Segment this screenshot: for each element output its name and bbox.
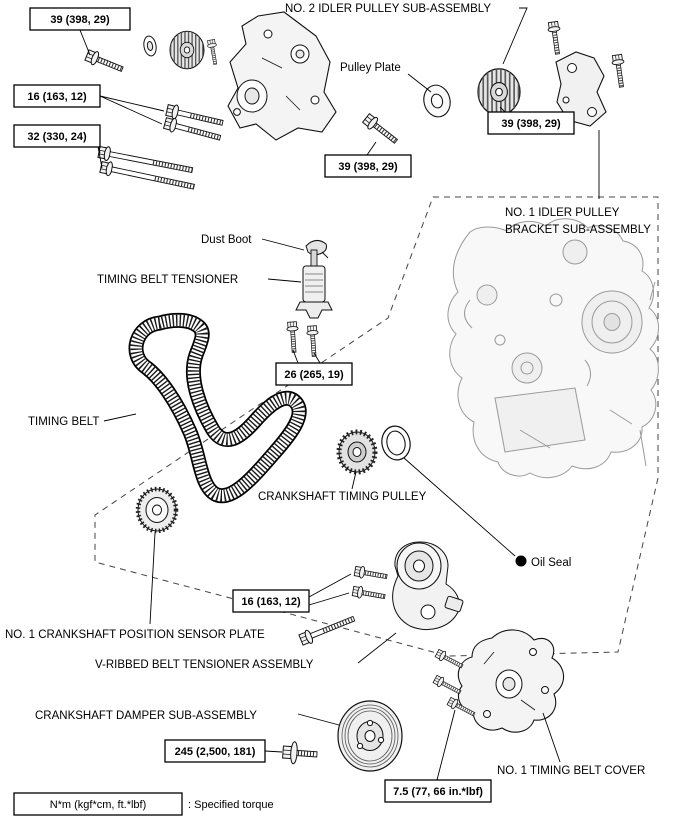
label-v-ribbed-belt-tensioner: V-RIBBED BELT TENSIONER ASSEMBLY: [95, 659, 314, 671]
bolt-39-center: [359, 110, 403, 149]
timing-belt-cover-part: [457, 629, 565, 733]
no2-idler-pulley-part: [478, 69, 520, 115]
torque-box-16-bottom: 16 (163, 12): [232, 589, 310, 613]
torque-box-26: 26 (265, 19): [275, 362, 353, 386]
bolt-topleft: [82, 46, 127, 78]
torque-value: 245 (2,500, 181): [175, 746, 256, 758]
label-no1-timing-belt-cover: NO. 1 TIMING BELT COVER: [497, 765, 645, 777]
torque-box-39-right: 39 (398, 29): [487, 111, 575, 135]
washer-small: [143, 35, 157, 57]
label-crankshaft-damper: CRANKSHAFT DAMPER SUB-ASSEMBLY: [35, 710, 257, 722]
torque-box-16-top: 16 (163, 12): [13, 84, 101, 108]
label-pulley-plate: Pulley Plate: [340, 62, 401, 74]
bolt-26-1: [284, 320, 302, 355]
tensioner-pulley-small: [170, 31, 204, 68]
crankshaft-position-sensor-plate-part: [135, 486, 179, 534]
engine-assembly-ghost: [447, 218, 659, 479]
bolt-cover-1: [433, 646, 467, 673]
bolt-16-bottom-1: [352, 563, 390, 585]
idler-pulley-bracket-part: [555, 51, 607, 127]
torque-value: 39 (398, 29): [50, 14, 110, 26]
label-no1-idler-bracket-line2: BRACKET SUB-ASSEMBLY: [505, 224, 651, 236]
torque-box-7-5: 7.5 (77, 66 in.*lbf): [384, 779, 492, 803]
bolt-bracket-1: [545, 19, 566, 57]
v-ribbed-belt-tensioner-part: [392, 541, 464, 630]
label-crankshaft-timing-pulley: CRANKSHAFT TIMING PULLEY: [258, 491, 427, 503]
oil-seal-ring-part: [381, 425, 411, 461]
torque-value: 16 (163, 12): [241, 596, 301, 608]
bolt-damper: [282, 741, 318, 765]
pulley-plate-part: [423, 84, 451, 118]
leader-lines: [79, 7, 600, 781]
timing-belt-tensioner-part: [295, 249, 333, 319]
torque-value: 16 (163, 12): [27, 91, 87, 103]
label-no2-idler-pulley: NO. 2 IDLER PULLEY SUB-ASSEMBLY: [285, 3, 491, 15]
torque-value: 7.5 (77, 66 in.*lbf): [393, 786, 483, 798]
legend-unit-box: N*m (kgf*cm, ft.*lbf): [50, 799, 147, 811]
bolt-26-2: [304, 324, 322, 359]
label-no1-idler-bracket-line1: NO. 1 IDLER PULLEY: [505, 207, 620, 219]
torque-box-39-center: 39 (398, 29): [324, 154, 412, 178]
oil-seal-bullet: [515, 555, 527, 567]
bolt-bracket-2: [609, 52, 630, 90]
label-oil-seal: Oil Seal: [531, 557, 571, 569]
torque-value: 39 (398, 29): [338, 161, 398, 173]
torque-box-245: 245 (2,500, 181): [164, 739, 266, 763]
legend-caption: : Specified torque: [188, 799, 274, 811]
torque-value: 26 (265, 19): [284, 369, 344, 381]
bolt-16-bottom-2: [350, 583, 388, 605]
label-dust-boot: Dust Boot: [201, 234, 252, 246]
torque-box-39-topleft: 39 (398, 29): [29, 7, 131, 31]
label-timing-belt: TIMING BELT: [28, 416, 99, 428]
timing-belt-part: [128, 312, 307, 504]
water-pump-part: [227, 11, 337, 141]
crankshaft-damper-part: [337, 700, 403, 772]
torque-box-32: 32 (330, 24): [13, 124, 101, 148]
legend: N*m (kgf*cm, ft.*lbf) : Specified torque: [13, 792, 274, 816]
torque-value: 32 (330, 24): [27, 131, 87, 143]
bolt-tiny-top: [205, 37, 222, 67]
crankshaft-timing-pulley-part: [336, 429, 378, 475]
torque-value: 39 (398, 29): [501, 118, 561, 130]
label-crankshaft-position-sensor-plate: NO. 1 CRANKSHAFT POSITION SENSOR PLATE: [5, 629, 265, 641]
label-timing-belt-tensioner: TIMING BELT TENSIONER: [97, 274, 238, 286]
